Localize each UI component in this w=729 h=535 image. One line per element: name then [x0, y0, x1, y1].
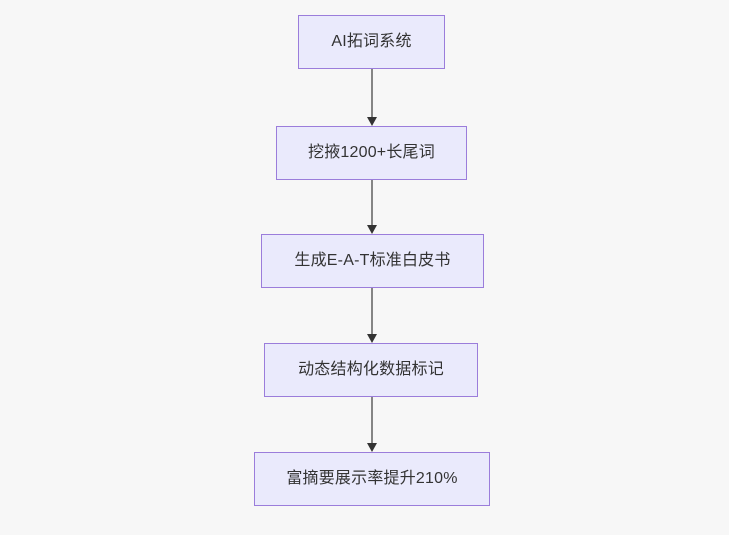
edge-line: [371, 397, 373, 444]
flow-node-dynamic-structured-data-markup[interactable]: 动态结构化数据标记: [264, 343, 478, 397]
edge-line: [371, 180, 373, 226]
flow-node-label: 挖掖1200+长尾词: [308, 144, 435, 161]
flow-node-ai-keyword-system[interactable]: AI拓词系统: [298, 15, 445, 69]
arrowhead-icon: [366, 225, 377, 234]
arrowhead-icon: [366, 117, 377, 126]
arrowhead-icon: [366, 334, 377, 343]
edge-line: [371, 288, 373, 335]
edge-line: [371, 69, 373, 118]
flow-node-label: 动态结构化数据标记: [298, 361, 444, 378]
arrowhead-icon: [366, 443, 377, 452]
flow-node-label: AI拓词系统: [331, 33, 412, 50]
flow-node-label: 生成E-A-T标准白皮书: [294, 252, 451, 269]
flow-node-label: 富摘要展示率提升210%: [286, 470, 458, 487]
flow-node-rich-snippet-rate-increase[interactable]: 富摘要展示率提升210%: [254, 452, 490, 506]
flow-node-generate-eat-whitepaper[interactable]: 生成E-A-T标准白皮书: [261, 234, 484, 288]
flow-node-mine-longtail-keywords[interactable]: 挖掖1200+长尾词: [276, 126, 467, 180]
